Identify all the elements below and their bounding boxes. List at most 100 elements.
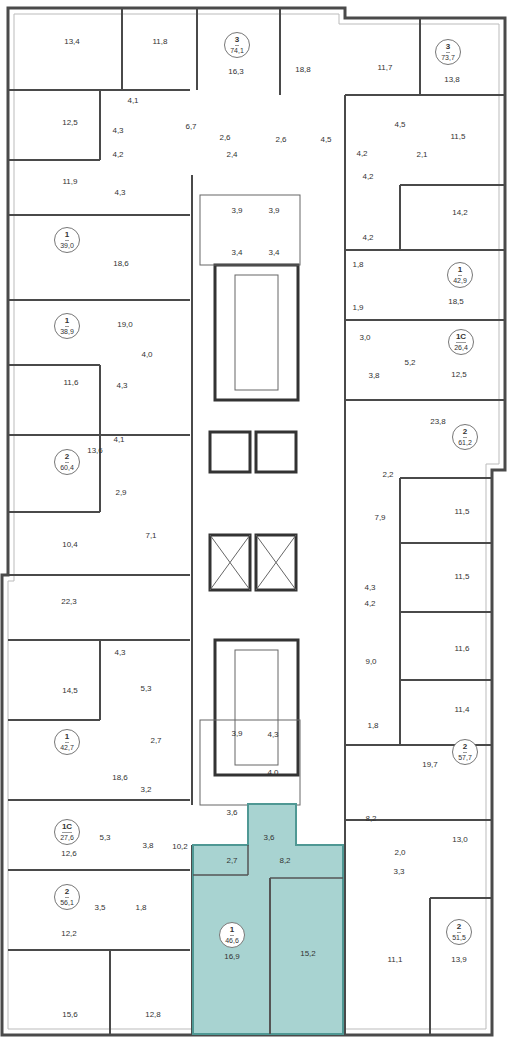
room-area: 18,8 xyxy=(295,66,311,74)
room-area: 4,2 xyxy=(364,600,375,608)
room-area: 8,2 xyxy=(279,857,290,865)
room-area: 12,6 xyxy=(61,850,77,858)
room-area: 11,9 xyxy=(63,178,78,186)
room-area: 4,2 xyxy=(112,151,123,159)
room-area: 4,0 xyxy=(267,769,278,777)
room-area: 15,6 xyxy=(62,1011,78,1019)
room-area: 3,3 xyxy=(393,868,404,876)
room-area: 4,2 xyxy=(356,150,367,158)
room-area: 4,1 xyxy=(127,97,138,105)
room-area: 4,2 xyxy=(362,173,373,181)
apartment-area: 42,7 xyxy=(60,743,74,751)
room-count: 2 xyxy=(65,453,69,463)
apartment-area: 46,6 xyxy=(225,936,239,944)
room-area: 12,5 xyxy=(62,119,78,127)
room-area: 2,7 xyxy=(150,737,161,745)
room-count: 2 xyxy=(463,743,467,753)
room-area: 11,6 xyxy=(64,379,79,387)
room-count: 2 xyxy=(463,428,467,438)
room-area: 2,1 xyxy=(416,151,427,159)
apartment-badge: 142,9 xyxy=(447,262,473,288)
room-count: 1 xyxy=(230,926,234,936)
room-area: 13,4 xyxy=(64,38,80,46)
room-area: 4,5 xyxy=(320,136,331,144)
room-area: 6,7 xyxy=(185,123,196,131)
room-area: 1,8 xyxy=(367,722,378,730)
room-area: 9,0 xyxy=(365,658,376,666)
room-area: 11,1 xyxy=(388,956,403,964)
room-area: 5,3 xyxy=(99,834,110,842)
room-area: 2,2 xyxy=(382,471,393,479)
room-count: 1 xyxy=(458,266,462,276)
room-area: 19,7 xyxy=(422,761,438,769)
room-area: 16,9 xyxy=(224,953,240,961)
apartment-badge: 146,6 xyxy=(219,922,245,948)
room-area: 10,4 xyxy=(62,541,78,549)
room-count: 1 xyxy=(65,317,69,327)
room-area: 4,3 xyxy=(364,584,375,592)
apartment-badge: 260,4 xyxy=(54,449,80,475)
room-area: 19,0 xyxy=(117,321,133,329)
apartment-area: 39,0 xyxy=(60,241,74,249)
room-area: 2,0 xyxy=(394,849,405,857)
room-area: 3,6 xyxy=(226,809,237,817)
room-area: 4,3 xyxy=(267,731,278,739)
room-area: 18,5 xyxy=(448,298,464,306)
apartment-badge: 257,7 xyxy=(452,739,478,765)
room-area: 13,9 xyxy=(451,956,467,964)
room-area: 3,4 xyxy=(268,249,279,257)
room-area: 4,5 xyxy=(394,121,405,129)
room-area: 18,6 xyxy=(112,774,128,782)
room-count: 2 xyxy=(457,923,461,933)
room-area: 12,8 xyxy=(145,1011,161,1019)
room-area: 4,0 xyxy=(141,351,152,359)
room-area: 4,1 xyxy=(113,436,124,444)
room-area: 2,9 xyxy=(115,489,126,497)
room-area: 1,8 xyxy=(352,261,363,269)
room-area: 23,8 xyxy=(430,418,446,426)
room-area: 1,9 xyxy=(352,304,363,312)
apartment-area: 61,2 xyxy=(458,438,472,446)
apartment-badge: 251,5 xyxy=(446,919,472,945)
apartment-badge: 261,2 xyxy=(452,424,478,450)
room-area: 3,2 xyxy=(140,786,151,794)
apartment-area: 57,7 xyxy=(458,753,472,761)
room-area: 3,8 xyxy=(142,842,153,850)
room-area: 3,9 xyxy=(231,730,242,738)
apartment-area: 26,4 xyxy=(454,343,468,351)
apartment-badge: 374,1 xyxy=(224,32,250,58)
room-area: 13,8 xyxy=(444,76,460,84)
room-area: 15,2 xyxy=(300,950,316,958)
apartment-area: 56,1 xyxy=(60,898,74,906)
room-area: 14,2 xyxy=(452,209,468,217)
room-count: 2 xyxy=(65,888,69,898)
room-area: 3,0 xyxy=(359,334,370,342)
room-area: 11,5 xyxy=(451,133,466,141)
room-count: 1 xyxy=(65,231,69,241)
apartment-area: 42,9 xyxy=(453,276,467,284)
room-area: 11,7 xyxy=(378,64,393,72)
room-area: 1,8 xyxy=(135,904,146,912)
room-area: 3,9 xyxy=(268,207,279,215)
room-area: 11,5 xyxy=(455,508,470,516)
room-area: 22,3 xyxy=(61,598,77,606)
room-area: 13,6 xyxy=(87,447,103,455)
room-area: 11,6 xyxy=(455,645,470,653)
room-area: 5,2 xyxy=(404,359,415,367)
room-area: 14,5 xyxy=(62,687,78,695)
apartment-badge: 1С27,6 xyxy=(54,819,80,845)
room-area: 11,5 xyxy=(455,573,470,581)
room-area: 3,8 xyxy=(368,372,379,380)
room-area: 18,6 xyxy=(113,260,129,268)
room-area: 4,3 xyxy=(114,649,125,657)
apartment-area: 51,5 xyxy=(452,933,466,941)
room-area: 3,6 xyxy=(263,834,274,842)
room-area: 3,5 xyxy=(94,904,105,912)
room-area: 4,3 xyxy=(116,382,127,390)
room-count: 1С xyxy=(62,823,72,833)
room-count: 3 xyxy=(235,36,239,46)
apartment-badge: 142,7 xyxy=(54,729,80,755)
room-area: 4,2 xyxy=(362,234,373,242)
room-area: 2,7 xyxy=(226,857,237,865)
